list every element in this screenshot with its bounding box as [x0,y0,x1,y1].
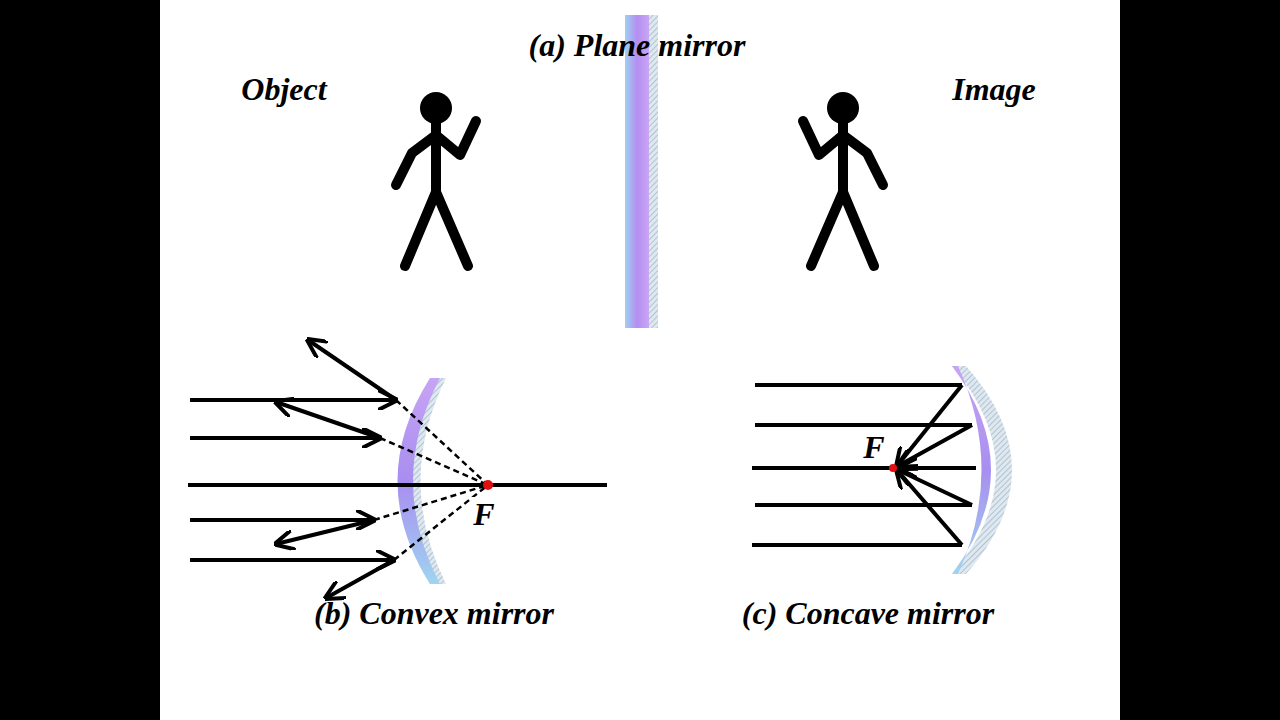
image-label: Image [950,72,1038,106]
part-title: (c) Concave mirror [740,596,996,630]
part-title: (b) Convex mirror [312,596,556,630]
concave-rays [752,385,976,545]
focus-point [483,480,493,490]
focus-label: F [471,497,496,531]
focus-label: F [861,430,886,464]
image-figure [803,92,883,266]
convex-dashed [374,400,488,560]
part-title: (a) Plane mirror [527,28,748,62]
convex-rays [188,340,607,598]
object-figure [396,92,476,266]
object-label: Object [239,72,328,106]
focus-point [889,464,897,472]
ground [160,0,1120,720]
side-band [0,0,160,720]
side-band [1120,0,1280,720]
